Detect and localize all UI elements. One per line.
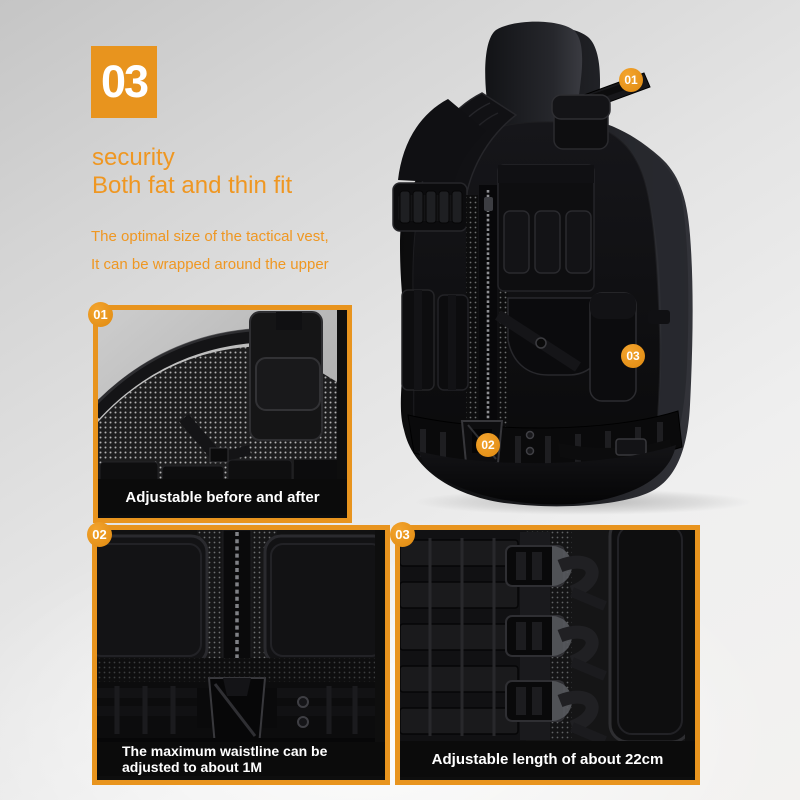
marker-03-label: 03 bbox=[626, 349, 640, 363]
step-number: 03 bbox=[100, 56, 149, 107]
callout-02-photo-waist-buckle-detail bbox=[97, 530, 375, 770]
callout-box-03: 03 bbox=[390, 522, 700, 785]
headline-line-1: security bbox=[92, 144, 175, 171]
callout-03-number-badge: 03 bbox=[390, 522, 415, 547]
marker-02-badge: 02 bbox=[476, 433, 500, 457]
callout-02-number: 02 bbox=[92, 527, 107, 542]
product-photo-tactical-vest bbox=[392, 21, 751, 515]
callout-03-photo-side-straps-detail bbox=[400, 530, 685, 770]
step-number-badge: 03 bbox=[91, 46, 157, 118]
marker-01-badge: 01 bbox=[619, 68, 643, 92]
callout-01-number: 01 bbox=[93, 307, 108, 322]
marker-03-badge: 03 bbox=[621, 344, 645, 368]
callout-box-02: 02 bbox=[87, 522, 390, 785]
callout-02-caption: The maximum waistline can be adjusted to… bbox=[122, 743, 328, 775]
marker-02-label: 02 bbox=[481, 438, 495, 452]
subheadline-line-2: It can be wrapped around the upper bbox=[91, 256, 329, 273]
callout-box-01: 01 bbox=[88, 302, 352, 523]
callout-02-caption-bar: The maximum waistline can be adjusted to… bbox=[97, 742, 385, 776]
callout-01-caption-bar: Adjustable before and after bbox=[98, 479, 347, 515]
headline-line-2: Both fat and thin fit bbox=[92, 172, 293, 199]
callout-03-caption: Adjustable length of about 22cm bbox=[431, 750, 664, 768]
marker-01-label: 01 bbox=[624, 73, 638, 87]
callout-03-number: 03 bbox=[395, 527, 410, 542]
callout-03-caption-bar: Adjustable length of about 22cm bbox=[400, 741, 695, 777]
callout-02-number-badge: 02 bbox=[87, 522, 112, 547]
subheadline-line-1: The optimal size of the tactical vest, bbox=[91, 228, 329, 245]
callout-01-photo-shoulder-detail bbox=[98, 310, 337, 508]
subheadline: The optimal size of the tactical vest, I… bbox=[91, 223, 329, 279]
callout-01-number-badge: 01 bbox=[88, 302, 113, 327]
headline: security Both fat and thin fit bbox=[92, 144, 292, 200]
callout-01-caption: Adjustable before and after bbox=[125, 488, 320, 506]
